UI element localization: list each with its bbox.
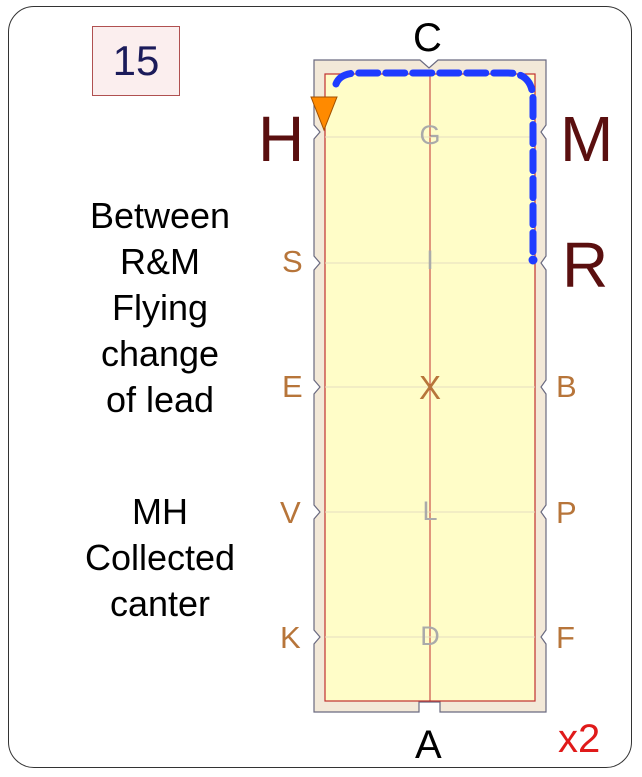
letter-c: C	[413, 16, 442, 60]
cross-lines	[325, 136, 535, 638]
repeat-count: x2	[558, 717, 601, 761]
letter-f: F	[556, 620, 575, 655]
start-marker	[310, 96, 338, 132]
movement-description-2: MH Collected canter	[84, 491, 236, 624]
test-number-box: 15	[92, 26, 180, 96]
path-end-dot	[528, 255, 538, 265]
letter-g: G	[419, 120, 441, 150]
letter-x: X	[418, 369, 442, 406]
letter-r: R	[562, 229, 609, 301]
riding-path	[332, 69, 537, 262]
letter-s: S	[282, 244, 303, 279]
letter-d: D	[420, 621, 440, 651]
test-number: 15	[112, 37, 160, 84]
letter-a: A	[415, 723, 442, 767]
letter-h: H	[258, 103, 305, 175]
letter-e: E	[282, 369, 303, 404]
letter-b: B	[556, 369, 577, 404]
letter-k: K	[280, 620, 301, 655]
letter-m: M	[560, 103, 614, 175]
letter-i: I	[426, 245, 434, 275]
letter-v: V	[280, 495, 301, 530]
letter-p: P	[556, 495, 577, 530]
letter-l: L	[422, 496, 438, 526]
movement-description-1: Between R&M Flying change of lead	[89, 195, 231, 420]
